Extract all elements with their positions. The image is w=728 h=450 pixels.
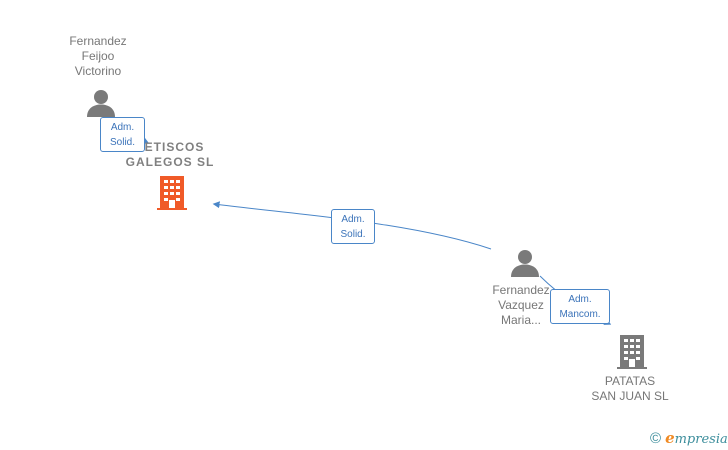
role-badge[interactable]: Adm. Solid.: [331, 209, 375, 244]
person-node-label[interactable]: Fernandez Vazquez Maria...: [492, 283, 550, 327]
person-node-label[interactable]: Fernandez Feijoo Victorino: [69, 34, 127, 78]
role-badge[interactable]: Adm. Mancom.: [550, 289, 610, 324]
building-icon-highlighted[interactable]: [157, 176, 187, 210]
brand-name: mpresia: [674, 432, 728, 447]
company-node-label[interactable]: PATATAS SAN JUAN SL: [591, 374, 669, 403]
brand-initial: e: [665, 429, 675, 447]
role-badge[interactable]: Adm. Solid.: [100, 117, 145, 152]
person-icon[interactable]: [510, 249, 540, 277]
person-icon[interactable]: [86, 89, 116, 117]
building-icon[interactable]: [617, 335, 647, 369]
brand-footer: © empresia: [650, 429, 728, 449]
brand-logo[interactable]: empresia: [665, 429, 728, 449]
copyright-symbol: ©: [650, 430, 662, 447]
company-node-label[interactable]: PETISCOS GALEGOS SL: [125, 140, 215, 169]
